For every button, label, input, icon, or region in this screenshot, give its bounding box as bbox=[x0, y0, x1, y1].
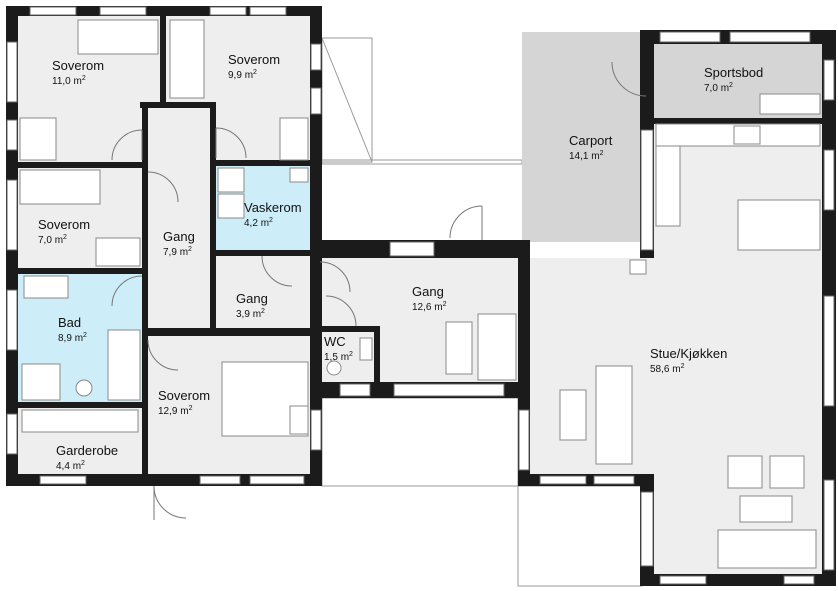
room-area: 11,0 m2 bbox=[52, 75, 86, 87]
label-soverom-2: Soverom 9,9 m2 bbox=[228, 53, 280, 81]
room-area: 9,9 m2 bbox=[228, 69, 257, 81]
room-area: 7,0 m2 bbox=[704, 82, 733, 94]
windows bbox=[6, 6, 835, 585]
bed-soverom-2 bbox=[169, 19, 205, 99]
floor-gang-1 bbox=[148, 108, 210, 330]
label-soverom-1: Soverom 11,0 m2 bbox=[52, 59, 104, 87]
room-name: Carport bbox=[569, 133, 613, 148]
bed-soverom-1 bbox=[77, 19, 159, 55]
room-name: Gang bbox=[412, 284, 444, 299]
label-sportsbod: Sportsbod 7,0 m2 bbox=[704, 66, 763, 94]
room-area: 14,1 m2 bbox=[569, 150, 604, 162]
bathtub bbox=[107, 329, 141, 401]
label-gang-2: Gang 3,9 m2 bbox=[236, 292, 268, 320]
room-name: Sportsbod bbox=[704, 65, 764, 80]
room-area: 12,9 m2 bbox=[158, 405, 193, 417]
sofa-left bbox=[595, 365, 633, 465]
room-name: Soverom bbox=[158, 388, 211, 403]
floor-gang-2 bbox=[216, 254, 310, 330]
room-name: Garderobe bbox=[56, 443, 119, 458]
kitchen-island bbox=[737, 199, 821, 251]
label-soverom-4: Soverom 12,9 m2 bbox=[158, 389, 210, 417]
room-area: 58,6 m2 bbox=[650, 363, 685, 375]
label-gang-3: Gang 12,6 m2 bbox=[412, 285, 447, 313]
room-name: Soverom bbox=[52, 58, 105, 73]
room-name: Gang bbox=[236, 291, 268, 306]
room-name: Soverom bbox=[228, 52, 281, 67]
room-area: 7,9 m2 bbox=[163, 246, 192, 258]
label-wc: WC 1,5 m2 bbox=[324, 335, 353, 363]
label-soverom-3: Soverom 7,0 m2 bbox=[38, 218, 90, 246]
door-swings bbox=[111, 61, 647, 520]
label-carport: Carport 14,1 m2 bbox=[569, 134, 612, 162]
label-garderobe: Garderobe 4,4 m2 bbox=[56, 444, 118, 472]
room-name: Soverom bbox=[38, 217, 91, 232]
room-area: 8,9 m2 bbox=[58, 332, 87, 344]
sofa-bottom bbox=[717, 529, 817, 569]
room-area: 12,6 m2 bbox=[412, 301, 447, 313]
fixtures bbox=[19, 19, 821, 569]
room-area: 7,0 m2 bbox=[38, 234, 67, 246]
room-name: Bad bbox=[58, 315, 82, 330]
room-area: 4,2 m2 bbox=[244, 217, 273, 229]
room-area: 1,5 m2 bbox=[324, 351, 353, 363]
room-name: Stue/Kjøkken bbox=[650, 346, 728, 361]
room-area: 3,9 m2 bbox=[236, 308, 265, 320]
room-name: Vaskerom bbox=[244, 200, 302, 215]
floor-carport bbox=[522, 32, 642, 242]
room-name: Gang bbox=[163, 229, 195, 244]
label-bad: Bad 8,9 m2 bbox=[58, 316, 87, 344]
bed-soverom-3 bbox=[19, 169, 101, 205]
label-gang-1: Gang 7,9 m2 bbox=[163, 230, 195, 258]
room-area: 4,4 m2 bbox=[56, 460, 85, 472]
label-stue-kjokken: Stue/Kjøkken 58,6 m2 bbox=[650, 347, 727, 375]
label-vaskerom: Vaskerom 4,2 m2 bbox=[244, 201, 302, 229]
room-name: WC bbox=[324, 334, 346, 349]
